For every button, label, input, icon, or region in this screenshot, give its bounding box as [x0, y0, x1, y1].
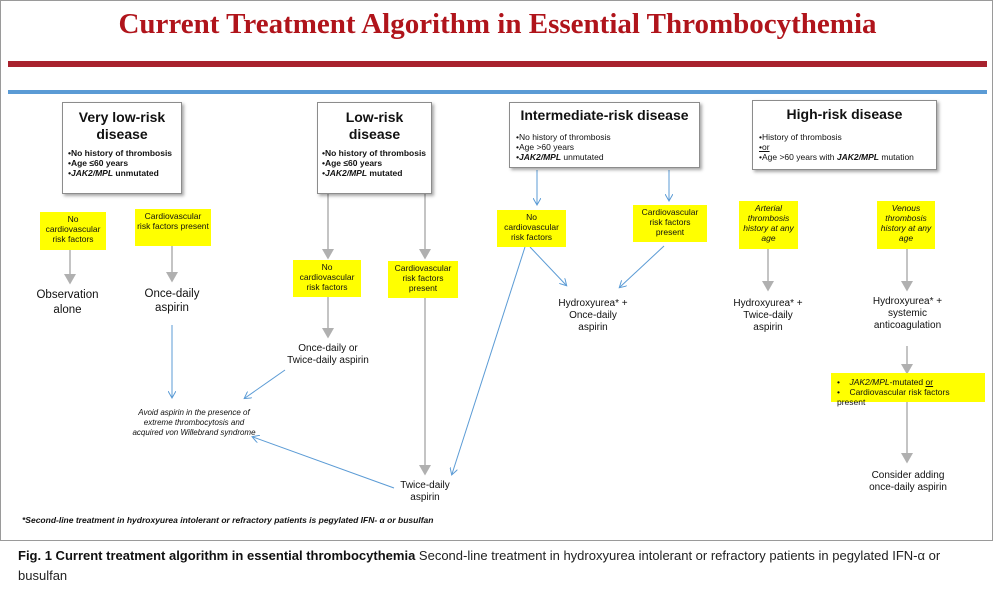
low-no-cv-risk: No cardiovascular risk factors [293, 260, 361, 297]
criteria-line: •or [759, 142, 770, 152]
criteria-line: •No history of thrombosis [68, 148, 173, 158]
low-risk-title: Low-risk disease [345, 109, 404, 142]
caption-text: Second-line treatment in hydroxyurea int… [18, 548, 941, 583]
very-low-outcome-aspirin: Once-daily aspirin [144, 288, 200, 314]
low-risk-box: Low-risk disease •No history of thrombos… [317, 102, 432, 194]
connector-arrows [64, 170, 913, 489]
intermediate-risk-title: Intermediate-risk disease [520, 107, 689, 123]
arrow-low-aspirin-note [245, 369, 286, 398]
criteria-line: •Age >60 years [516, 142, 575, 152]
high-final-outcome: Consider adding once-daily aspirin [869, 470, 947, 493]
gene-name: JAK2/MPL [849, 377, 890, 387]
high-risk-criteria: •History of thrombosis •or •Age >60 year… [753, 132, 936, 162]
arrow-int-to-twice [452, 246, 526, 474]
criteria-line: •JAK2/MPL unmutated [516, 152, 604, 162]
criteria-line: •Age ≤60 years [68, 158, 129, 168]
very-low-outcome-observation: Observation alone [36, 289, 99, 316]
low-risk-criteria: •No history of thrombosis •Age ≤60 years… [318, 148, 431, 178]
high-risk-title: High-risk disease [786, 106, 903, 122]
high-condition-box: • JAK2/MPL-mutated or • Cardiovascular r… [831, 373, 985, 407]
figure-title: Current Treatment Algorithm in Essential… [118, 8, 877, 40]
condition-line: • Cardiovascular risk factors present [837, 387, 950, 407]
arrow-int-cv [620, 245, 665, 287]
intermediate-risk-criteria: •No history of thrombosis •Age >60 years… [510, 132, 699, 162]
intermediate-outcome: Hydroxyurea* + Once-daily aspirin [558, 298, 628, 333]
criteria-line: •Age >60 years with JAK2/MPL mutation [759, 152, 914, 162]
high-outcome-venous: Hydroxyurea* + systemic anticoagulation [872, 296, 943, 331]
high-outcome-arterial: Hydroxyurea* + Twice-daily aspirin [733, 298, 803, 333]
intermediate-no-cv-risk: No cardiovascular risk factors [497, 210, 566, 247]
title-rule-red [8, 61, 987, 67]
criteria-line: •JAK2/MPL mutated [322, 168, 403, 178]
criteria-line: •No history of thrombosis [516, 132, 611, 142]
figure-frame [0, 0, 993, 541]
gene-name: JAK2/MPL [836, 152, 879, 162]
caption-bold: Fig. 1 Current treatment algorithm in es… [18, 548, 416, 563]
gene-name: •JAK2/MPL [516, 152, 562, 162]
very-low-risk-title: Very low-risk disease [78, 109, 166, 142]
gene-name: •JAK2/MPL [322, 168, 368, 178]
aspirin-warning-note: Avoid aspirin in the presence of extreme… [132, 408, 256, 437]
condition-line: • JAK2/MPL-mutated or [837, 377, 934, 387]
arrow-twice-note [253, 437, 395, 489]
arrow-int-no-cv [529, 246, 566, 285]
high-arterial-history: Arterial thrombosis history at any age [739, 201, 798, 249]
very-low-risk-box: Very low-risk disease •No history of thr… [62, 102, 182, 194]
criteria-line: •JAK2/MPL unmutated [68, 168, 159, 178]
low-outcome-once-twice: Once-daily or Twice-daily aspirin [287, 343, 369, 366]
low-cv-risk: Cardiovascular risk factors present [388, 261, 458, 298]
criteria-line: •No history of thrombosis [322, 148, 427, 158]
high-venous-history: Venous thrombosis history at any age [877, 201, 935, 249]
high-risk-box: High-risk disease •History of thrombosis… [752, 100, 937, 170]
figure-caption: Fig. 1 Current treatment algorithm in es… [18, 546, 983, 586]
gene-name: •JAK2/MPL [68, 168, 114, 178]
very-low-no-cv-risk: No cardiovascular risk factors [40, 212, 106, 250]
very-low-cv-risk: Cardiovascular risk factors present [135, 209, 211, 246]
criteria-line: •Age ≤60 years [322, 158, 383, 168]
very-low-risk-criteria: •No history of thrombosis •Age ≤60 years… [63, 148, 181, 178]
footnote: *Second-line treatment in hydroxyurea in… [22, 515, 434, 525]
intermediate-risk-box: Intermediate-risk disease •No history of… [509, 102, 700, 168]
title-rule-blue [8, 90, 987, 94]
criteria-line: •History of thrombosis [759, 132, 842, 142]
low-outcome-twice-daily: Twice-daily aspirin [400, 480, 450, 503]
intermediate-cv-risk: Cardiovascular risk factors present [633, 205, 707, 242]
